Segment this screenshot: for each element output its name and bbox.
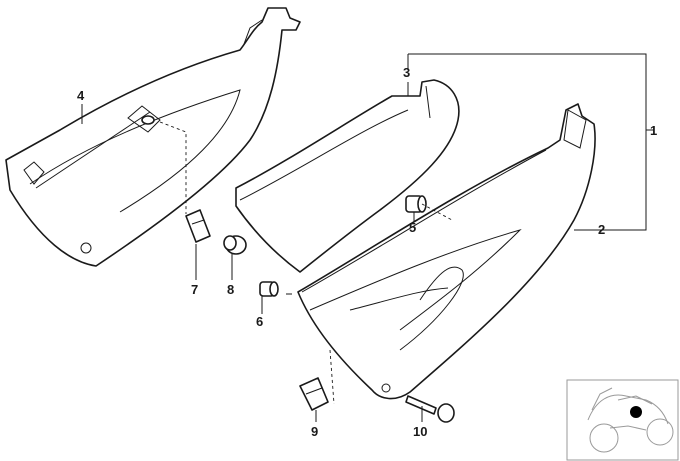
callout-3: 3: [403, 65, 410, 80]
assembly-line-2-9: [329, 349, 335, 405]
grommet-5: [405, 195, 427, 213]
motorcycle-locator-icon: [566, 379, 679, 461]
location-marker: [630, 406, 642, 418]
spring-nut-7: [185, 209, 211, 243]
group-bracket-1: [408, 53, 647, 231]
screw-10: [405, 395, 455, 423]
callout-1: 1: [650, 123, 657, 138]
callout-6: 6: [256, 314, 263, 329]
callout-8: 8: [227, 282, 234, 297]
callout-10: 10: [413, 424, 427, 439]
callout-5: 5: [409, 220, 416, 235]
callout-2: 2: [598, 222, 605, 237]
right-side-cover: [297, 103, 596, 400]
plug-8: [223, 235, 247, 255]
callout-9: 9: [311, 424, 318, 439]
callout-4: 4: [77, 88, 85, 103]
left-side-cover: [5, 7, 301, 267]
inner-cover: [235, 79, 460, 273]
callout-7: 7: [191, 282, 198, 297]
grommet-6: [259, 281, 292, 297]
clip-9: [299, 377, 329, 411]
